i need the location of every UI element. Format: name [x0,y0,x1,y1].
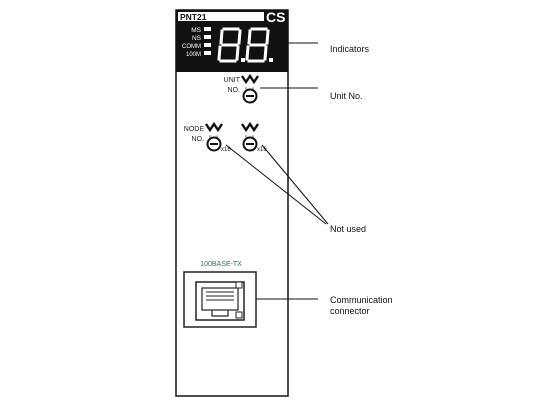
callout-line-not-used-right [261,144,329,225]
node-label: NODE [184,126,205,133]
node-rotary-switch-x16-left[interactable]: F 0 [205,121,223,152]
led-100m [204,51,211,55]
callout-comm-connector-line1: Communication [330,295,393,305]
node-right-dial-mark-0: 0 [252,134,255,139]
node-left-multiplier: x16 [221,147,231,153]
unit-label: UNIT [224,77,241,84]
unit-rotary-switch[interactable]: F 0 [241,73,259,104]
node-no-label: NO. [192,136,205,143]
led-comm [204,43,211,47]
callout-comm-connector-line2: connector [330,306,370,316]
node-right-multiplier: x16 [257,147,267,153]
node-left-dial-mark-0: 0 [216,134,219,139]
callout-not-used: Not used [330,224,366,234]
led-label-comm: COMM [182,44,201,50]
node-right-dial-mark-f: F [245,134,248,139]
series-logo: CS [266,9,285,25]
led-ms [204,27,211,31]
seven-segment-digit-2 [245,27,270,63]
led-ns [204,35,211,39]
rj45-connector[interactable] [183,271,257,328]
seven-segment-display [217,27,273,63]
callout-line-not-used-left [225,144,327,225]
port-label: 100BASE-TX [200,261,242,268]
unit-dial-mark-0: 0 [252,86,255,91]
led-label-100m: 100M [186,52,201,58]
seven-segment-dot-1 [241,58,245,62]
callout-unit-no: Unit No. [330,91,363,101]
unit-dial-mark-f: F [245,86,248,91]
seven-segment-dot-2 [269,58,273,62]
unit-no-label: NO. [228,87,241,94]
callout-indicators: Indicators [330,44,370,54]
node-rotary-switch-x16-right[interactable]: F 0 [241,121,259,152]
model-label-strip [178,12,264,21]
node-left-dial-mark-f: F [209,134,212,139]
led-label-ms: MS [191,27,201,34]
led-label-ns: NS [192,35,202,42]
module-panel [175,9,289,397]
model-name: PNT21 [180,12,207,22]
seven-segment-digit-1 [217,27,242,63]
